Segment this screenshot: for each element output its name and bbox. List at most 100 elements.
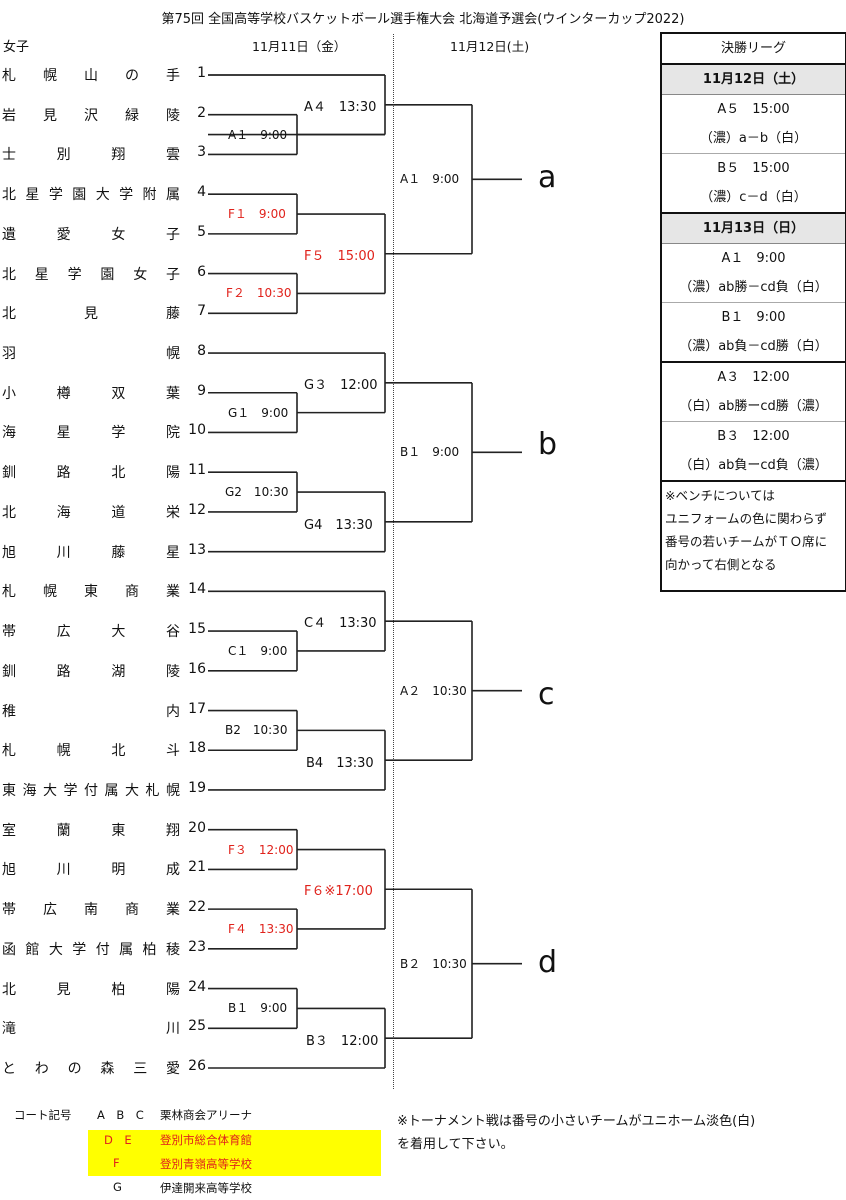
court-venue: 登別青嶺高等学校 xyxy=(160,1157,252,1171)
team-name-char: 愛 xyxy=(165,1061,180,1077)
team-name-char: 見 xyxy=(43,107,57,124)
league-game-time: B５ 15:00 xyxy=(662,153,845,183)
group-label-b: b xyxy=(538,427,558,462)
group-label-c: c xyxy=(538,677,555,712)
bench-note-line: ユニフォームの色に関わらず xyxy=(665,511,827,526)
team-name-char: 稚 xyxy=(2,703,16,720)
team-name-char: 見 xyxy=(84,306,98,323)
team-name: 稚内 xyxy=(2,701,180,721)
team-name: 北星学園大学附属 xyxy=(2,184,180,204)
team-seed: 7 xyxy=(197,303,206,320)
team-name-char: 東 xyxy=(84,584,98,601)
team-name: 北見藤 xyxy=(2,303,180,323)
uniform-footnote: ※トーナメント戦は番号の小さいチームがユニホーム淡色(白) を着用して下さい。 xyxy=(397,1110,755,1156)
team-seed: 24 xyxy=(188,978,206,995)
team-name-char: の xyxy=(125,68,139,84)
team-name-char: 学 xyxy=(111,425,126,442)
date-divider xyxy=(393,34,394,1089)
team-name-char: 川 xyxy=(166,1021,180,1038)
bench-note-line: 番号の若いチームがＴＯ席に xyxy=(665,534,828,549)
team-name-char: 北 xyxy=(111,465,126,482)
team-name-char: 旭 xyxy=(2,862,16,879)
team-name-char: と xyxy=(2,1061,16,1077)
team-name-char: 札 xyxy=(145,782,160,799)
league-title: 決勝リーグ xyxy=(720,41,786,56)
team-name-char: 札 xyxy=(2,743,16,760)
league-game-time: A３ 12:00 xyxy=(662,361,845,392)
team-name-char: 学 xyxy=(119,187,134,204)
team-name-char: 北 xyxy=(2,981,16,998)
team-name-char: 帯 xyxy=(2,624,16,641)
team-name-char: 藤 xyxy=(166,306,180,323)
date-day2: 11月12日(土) xyxy=(450,39,530,54)
bench-note-line: ※ベンチについては xyxy=(665,488,775,503)
team-name-char: 双 xyxy=(111,385,126,402)
team-seed: 3 xyxy=(197,144,206,161)
court-highlight xyxy=(88,1130,381,1176)
team-name-char: 星 xyxy=(34,266,49,283)
court-codes: D E xyxy=(104,1133,132,1147)
team-seed: 14 xyxy=(188,581,206,598)
team-name-char: 羽 xyxy=(2,346,16,363)
team-name-char: 北 xyxy=(2,266,16,283)
team-name-char: 樽 xyxy=(56,385,71,402)
match-label: B２ 10:30 xyxy=(400,956,467,971)
team-name: 室蘭東翔 xyxy=(2,820,180,840)
team-seed: 23 xyxy=(188,938,206,955)
team-seed: 8 xyxy=(197,343,206,360)
team-name-char: 幌 xyxy=(166,782,180,799)
match-label: B１ 9:00 xyxy=(400,445,460,460)
team-name-char: 帯 xyxy=(2,902,16,919)
court-codes: F xyxy=(113,1156,120,1170)
team-name-char: 東 xyxy=(2,782,16,799)
division-label: 女子 xyxy=(3,40,30,55)
final-league-table: 決勝リーグ 11月12日（土） A５ 15:00 （濃）a－b（白） B５ 15… xyxy=(660,32,846,592)
match-label: F６※17:00 xyxy=(304,884,373,900)
team-name-char: 北 xyxy=(111,743,126,760)
team-name: 札幌東商業 xyxy=(2,581,180,601)
team-name-char: 室 xyxy=(2,822,16,839)
team-name-char: 斗 xyxy=(165,743,180,760)
team-name-char: 商 xyxy=(125,902,139,919)
league-game-pair: （濃）ab負－cd勝（白） xyxy=(679,339,828,354)
team-name-char: 子 xyxy=(165,266,180,283)
team-name-char: 栄 xyxy=(165,504,180,521)
team-name-char: 小 xyxy=(2,385,16,402)
match-label: A１ 9:00 xyxy=(400,172,460,187)
team-name-char: 属 xyxy=(165,187,180,204)
team-name-char: 館 xyxy=(25,941,40,958)
team-name-char: 南 xyxy=(84,902,98,919)
team-name-char: 山 xyxy=(84,68,98,84)
league-game-time: A１ 9:00 xyxy=(721,251,786,266)
team-name-char: 大 xyxy=(43,782,57,799)
team-name-char: 園 xyxy=(72,187,87,204)
team-seed: 21 xyxy=(188,859,206,876)
match-label: B３ 12:00 xyxy=(306,1034,379,1050)
league-game-pair: （濃）ab勝－cd負（白） xyxy=(679,280,828,295)
league-game-time: A５ 15:00 xyxy=(717,102,790,117)
team-name-char: 湖 xyxy=(111,663,126,680)
team-name-char: 院 xyxy=(165,425,180,442)
team-name-char: 札 xyxy=(2,584,16,601)
team-name-char: わ xyxy=(34,1061,49,1077)
team-name-char: 東 xyxy=(111,822,126,839)
league-game-time: B１ 9:00 xyxy=(662,302,845,332)
team-name: 釧路北陽 xyxy=(2,462,180,482)
group-label-d: d xyxy=(538,945,558,980)
team-seed: 13 xyxy=(188,541,206,558)
team-name-char: 藤 xyxy=(111,544,126,561)
team-name-char: 商 xyxy=(125,584,139,601)
team-name-char: 稜 xyxy=(165,941,180,958)
team-name-char: 翔 xyxy=(165,822,180,839)
team-name: 札幌山の手 xyxy=(2,65,180,85)
team-name-char: 森 xyxy=(100,1061,115,1077)
team-name-char: 業 xyxy=(166,902,180,919)
league-game-pair: （白）ab勝ーcd勝（濃） xyxy=(679,399,828,414)
team-name-char: 三 xyxy=(133,1061,148,1077)
team-name: 東海大学付属大札幌 xyxy=(2,780,180,800)
team-name-char: 星 xyxy=(25,187,40,204)
match-label: A４ 13:30 xyxy=(304,99,377,115)
court-codes: G xyxy=(113,1180,122,1194)
court-venue: 伊達開来高等学校 xyxy=(160,1181,252,1195)
